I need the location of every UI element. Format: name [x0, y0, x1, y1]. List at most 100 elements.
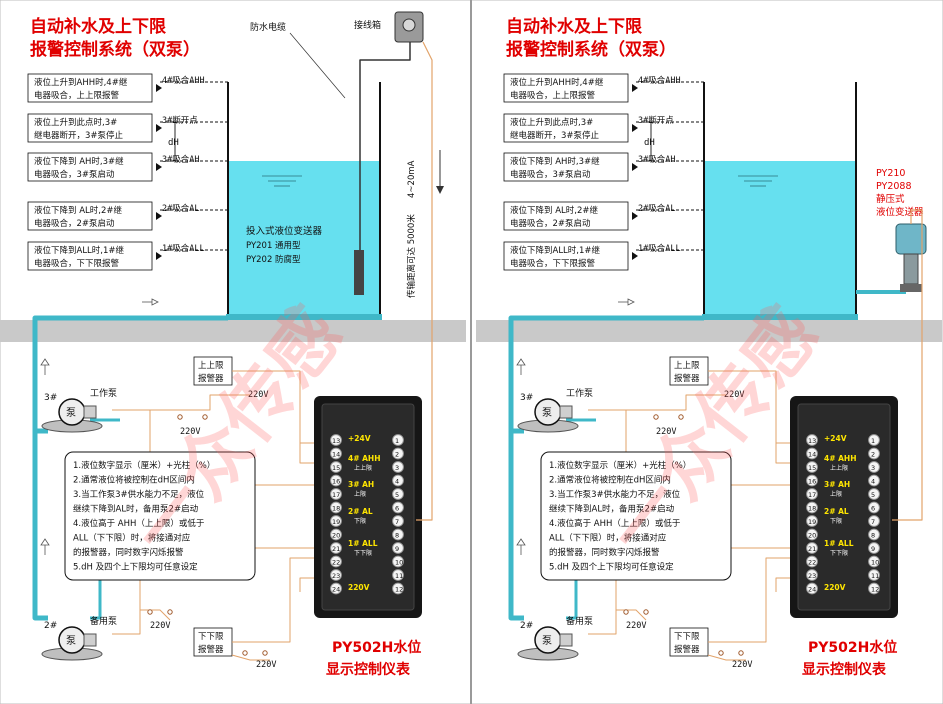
terminal-left-number: 13	[808, 437, 816, 445]
terminal-right	[392, 582, 404, 595]
terminal-left	[330, 474, 342, 487]
note-line: 的报警器，同时数字闪烁报警	[73, 547, 184, 558]
relay-label: 4#吸合AHH	[638, 75, 681, 86]
alarm-rule-text: 液位上升到AHH时,4#继	[510, 77, 604, 88]
note-line: 5.dH 及四个上下限均可任意设定	[73, 562, 198, 573]
lower-alarm-box	[669, 627, 709, 657]
alarm-rule-box	[27, 201, 153, 231]
terminal-right	[392, 515, 404, 527]
wire-220v-device	[775, 577, 794, 592]
terminal-left	[806, 528, 818, 541]
terminal-right	[392, 555, 404, 568]
terminal-left-number: 20	[808, 532, 816, 540]
pump-standby-id: 2#	[520, 621, 533, 631]
terminal-right	[392, 569, 404, 581]
alarm-rule-box	[503, 241, 629, 271]
voltage-label: 220V	[180, 427, 200, 437]
lower-alarm-box-text: 报警器	[198, 644, 224, 655]
controller-face	[797, 403, 891, 611]
terminal-right-number: 9	[395, 545, 399, 553]
terminal-right-number: 12	[395, 586, 403, 594]
upper-alarm-box	[193, 356, 233, 386]
tank-outlet	[226, 314, 382, 320]
device-sublabel: 上上限	[830, 464, 848, 472]
terminal-left	[806, 542, 818, 554]
floor-band	[0, 320, 466, 342]
terminal-left-number: 16	[332, 478, 340, 486]
upper-alarm-box-text: 报警器	[674, 373, 700, 384]
relay-label: 2#吸合AL	[162, 203, 199, 214]
floor-band	[476, 320, 942, 342]
terminal-left-number: 24	[332, 586, 340, 594]
probe-icon	[354, 250, 364, 295]
device-caption-2: 显示控制仪表	[802, 661, 887, 678]
arrow-icon	[632, 212, 638, 220]
side-transmitter-label: PY2088	[876, 181, 912, 192]
arrow-icon	[632, 84, 638, 92]
lower-alarm-box	[193, 627, 233, 657]
note-line: 2.通常液位将被控制在dH区间内	[549, 475, 671, 486]
terminal-left	[806, 515, 818, 527]
alarm-rule-text: 液位下降到 AH时,3#继	[510, 156, 600, 167]
terminal-left	[330, 447, 342, 460]
lower-alarm-box-text: 下下限	[198, 632, 224, 642]
alarm-rule-box	[27, 73, 153, 103]
arrow-icon	[632, 124, 638, 132]
note-line: 2.通常液位将被控制在dH区间内	[73, 475, 195, 486]
pump-standby-id: 2#	[44, 621, 57, 631]
wire-220v-upper	[150, 394, 250, 411]
terminal-right	[392, 447, 404, 460]
distance-label: 传输距离可达 5000米	[406, 214, 417, 298]
note-line: 继续下降到AL时，备用泵2#启动	[549, 504, 675, 515]
device-sublabel: 上限	[354, 490, 366, 498]
terminal-left	[330, 582, 342, 595]
wire-220v-device	[299, 577, 318, 592]
relay-label: 3#吸合AH	[638, 154, 675, 165]
terminal-left-number: 18	[332, 505, 340, 513]
terminal-right	[868, 582, 880, 595]
signal-wire	[892, 209, 923, 521]
terminal-right-number: 5	[395, 491, 399, 499]
lower-alarm-box-text: 下下限	[674, 632, 700, 642]
device-sublabel: 下限	[830, 517, 842, 525]
terminal-right	[392, 542, 404, 554]
side-transmitter-label: 液位变送器	[876, 206, 924, 218]
notes-box	[540, 451, 732, 581]
terminal-left	[806, 569, 818, 581]
relay-label: 4#吸合AHH	[162, 75, 205, 86]
relay-label: 2#吸合AL	[638, 203, 675, 214]
pipe-standby	[566, 570, 578, 620]
pump-standby-glyph: 泵	[66, 635, 76, 647]
terminal-left	[806, 501, 818, 514]
terminal-right-number: 10	[871, 559, 879, 567]
terminal-left-number: 21	[332, 545, 340, 553]
cable-label: 防水电缆	[250, 21, 286, 33]
arrow-icon	[632, 252, 638, 260]
terminal-right-number: 1	[871, 437, 875, 445]
terminal-right-number: 3	[871, 464, 875, 472]
arrow-icon	[156, 212, 162, 220]
pressure-transmitter-body	[903, 253, 919, 285]
device-sublabel: 下下限	[830, 549, 848, 557]
pipe-main	[32, 315, 228, 621]
terminal-left	[806, 461, 818, 473]
wire-lower-alarm	[232, 557, 318, 643]
device-sublabel: 下限	[354, 517, 366, 525]
device-label: 4# AHH	[824, 454, 856, 463]
terminal-left	[330, 461, 342, 473]
wire-220v-lower	[707, 654, 746, 661]
arrow-icon	[156, 163, 162, 171]
terminal-right	[868, 461, 880, 473]
transmitter-model: PY202 防腐型	[246, 254, 301, 265]
voltage-label: 220V	[626, 621, 646, 631]
wire-terminal-dot	[643, 609, 649, 615]
tank-outlet	[702, 314, 858, 320]
terminal-left	[330, 528, 342, 541]
device-sublabel: 上限	[830, 490, 842, 498]
terminal-right	[868, 528, 880, 541]
terminal-left-number: 16	[808, 478, 816, 486]
callout-line	[289, 32, 346, 99]
terminal-left-number: 20	[332, 532, 340, 540]
alarm-rule-box	[503, 152, 629, 182]
note-line: 3.当工作泵3#供水能力不足，液位	[73, 489, 205, 500]
